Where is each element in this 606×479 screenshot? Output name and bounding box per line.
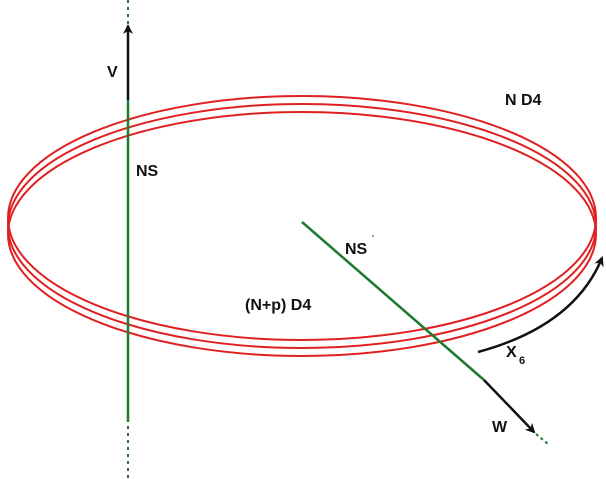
d4-ring-stack	[7, 95, 597, 357]
ns-prime-brane-line	[301, 221, 485, 381]
x6-subscript: 6	[519, 355, 525, 367]
ns-prime-label: NS	[345, 241, 368, 258]
d4-ring-bottom	[7, 111, 597, 357]
ns-brane-label: NS	[136, 163, 159, 180]
w-axis-arrow	[483, 379, 536, 434]
ns-prime-brane-tail	[535, 433, 549, 445]
x6-label: X	[506, 344, 517, 361]
ns-prime-mark: '	[372, 234, 374, 245]
x6-direction-arrow	[477, 256, 604, 354]
n-d4-label: N D4	[505, 92, 542, 109]
w-axis-label: W	[492, 419, 508, 436]
v-axis-label: V	[107, 64, 118, 81]
np-d4-label: (N+p) D4	[245, 297, 311, 314]
